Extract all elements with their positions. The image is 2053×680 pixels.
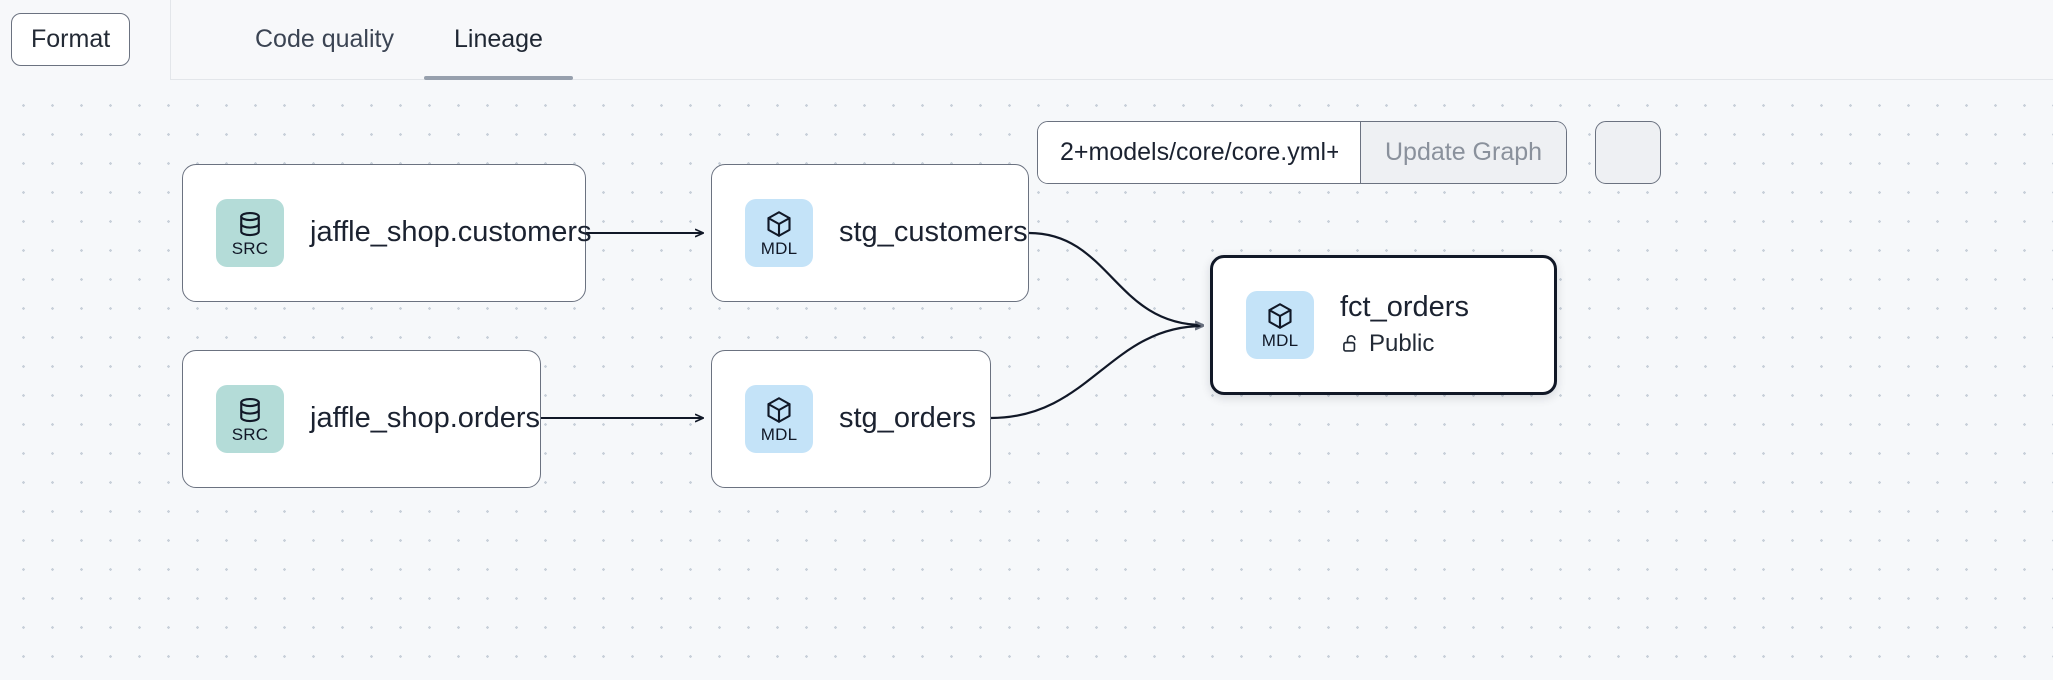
database-icon: [235, 395, 265, 425]
edge-stg-orders-to-fct-orders: [990, 326, 1203, 420]
badge-kind-label: SRC: [231, 239, 269, 258]
lineage-node-stg-orders[interactable]: MDL stg_orders: [711, 350, 991, 488]
badge-kind-label: MDL: [760, 239, 798, 258]
edge-stg-customers-to-fct-orders: [1028, 231, 1203, 325]
node-body: stg_customers: [839, 216, 1028, 249]
lineage-edges: [541, 80, 2053, 680]
cube-icon: [764, 209, 794, 239]
node-title: stg_customers: [839, 216, 1028, 249]
lineage-node-fct-orders[interactable]: MDL fct_orders Public: [1210, 255, 1557, 395]
lineage-node-jaffle-shop-customers[interactable]: SRC jaffle_shop.customers: [182, 164, 592, 302]
node-body: jaffle_shop.orders: [310, 402, 541, 435]
node-access-badge: Public: [1340, 330, 1469, 358]
badge-mdl: MDL: [1246, 291, 1314, 359]
badge-kind-label: SRC: [231, 425, 269, 444]
database-icon: [235, 209, 265, 239]
graph-options-button[interactable]: [1595, 121, 1662, 184]
cube-icon: [764, 395, 794, 425]
node-access-label: Public: [1369, 329, 1435, 357]
badge-src: SRC: [216, 199, 284, 267]
editor-toolbar: Format Code quality Lineage: [0, 0, 2053, 80]
update-graph-button[interactable]: Update Graph: [1360, 122, 1567, 183]
node-body: jaffle_shop.customers: [310, 216, 592, 249]
badge-kind-label: MDL: [760, 425, 798, 444]
selector-group: Update Graph: [1037, 121, 1568, 184]
tab-code-quality[interactable]: Code quality: [255, 25, 394, 53]
badge-src: SRC: [216, 385, 284, 453]
node-title: jaffle_shop.orders: [310, 402, 541, 435]
badge-kind-label: MDL: [1261, 331, 1299, 350]
node-body: stg_orders: [839, 402, 977, 435]
lineage-node-jaffle-shop-orders[interactable]: SRC jaffle_shop.orders: [182, 350, 541, 488]
node-body: fct_orders Public: [1340, 291, 1469, 358]
node-title: fct_orders: [1340, 291, 1469, 324]
badge-mdl: MDL: [745, 385, 813, 453]
node-title: jaffle_shop.customers: [310, 216, 592, 249]
selector-input[interactable]: [1038, 122, 1360, 183]
lineage-canvas[interactable]: SRC jaffle_shop.customers MDL stg_custo: [0, 80, 2053, 680]
tab-bar: Code quality Lineage: [171, 0, 573, 80]
badge-mdl: MDL: [745, 199, 813, 267]
unlock-icon: [1340, 333, 1361, 354]
graph-controls: Update Graph: [1037, 121, 1662, 184]
format-button[interactable]: Format: [11, 13, 131, 66]
cube-icon: [1265, 301, 1295, 331]
node-title: stg_orders: [839, 402, 977, 435]
format-button-container: Format: [0, 0, 171, 80]
tab-lineage[interactable]: Lineage: [423, 0, 573, 80]
lineage-node-stg-customers[interactable]: MDL stg_customers: [711, 164, 1029, 302]
